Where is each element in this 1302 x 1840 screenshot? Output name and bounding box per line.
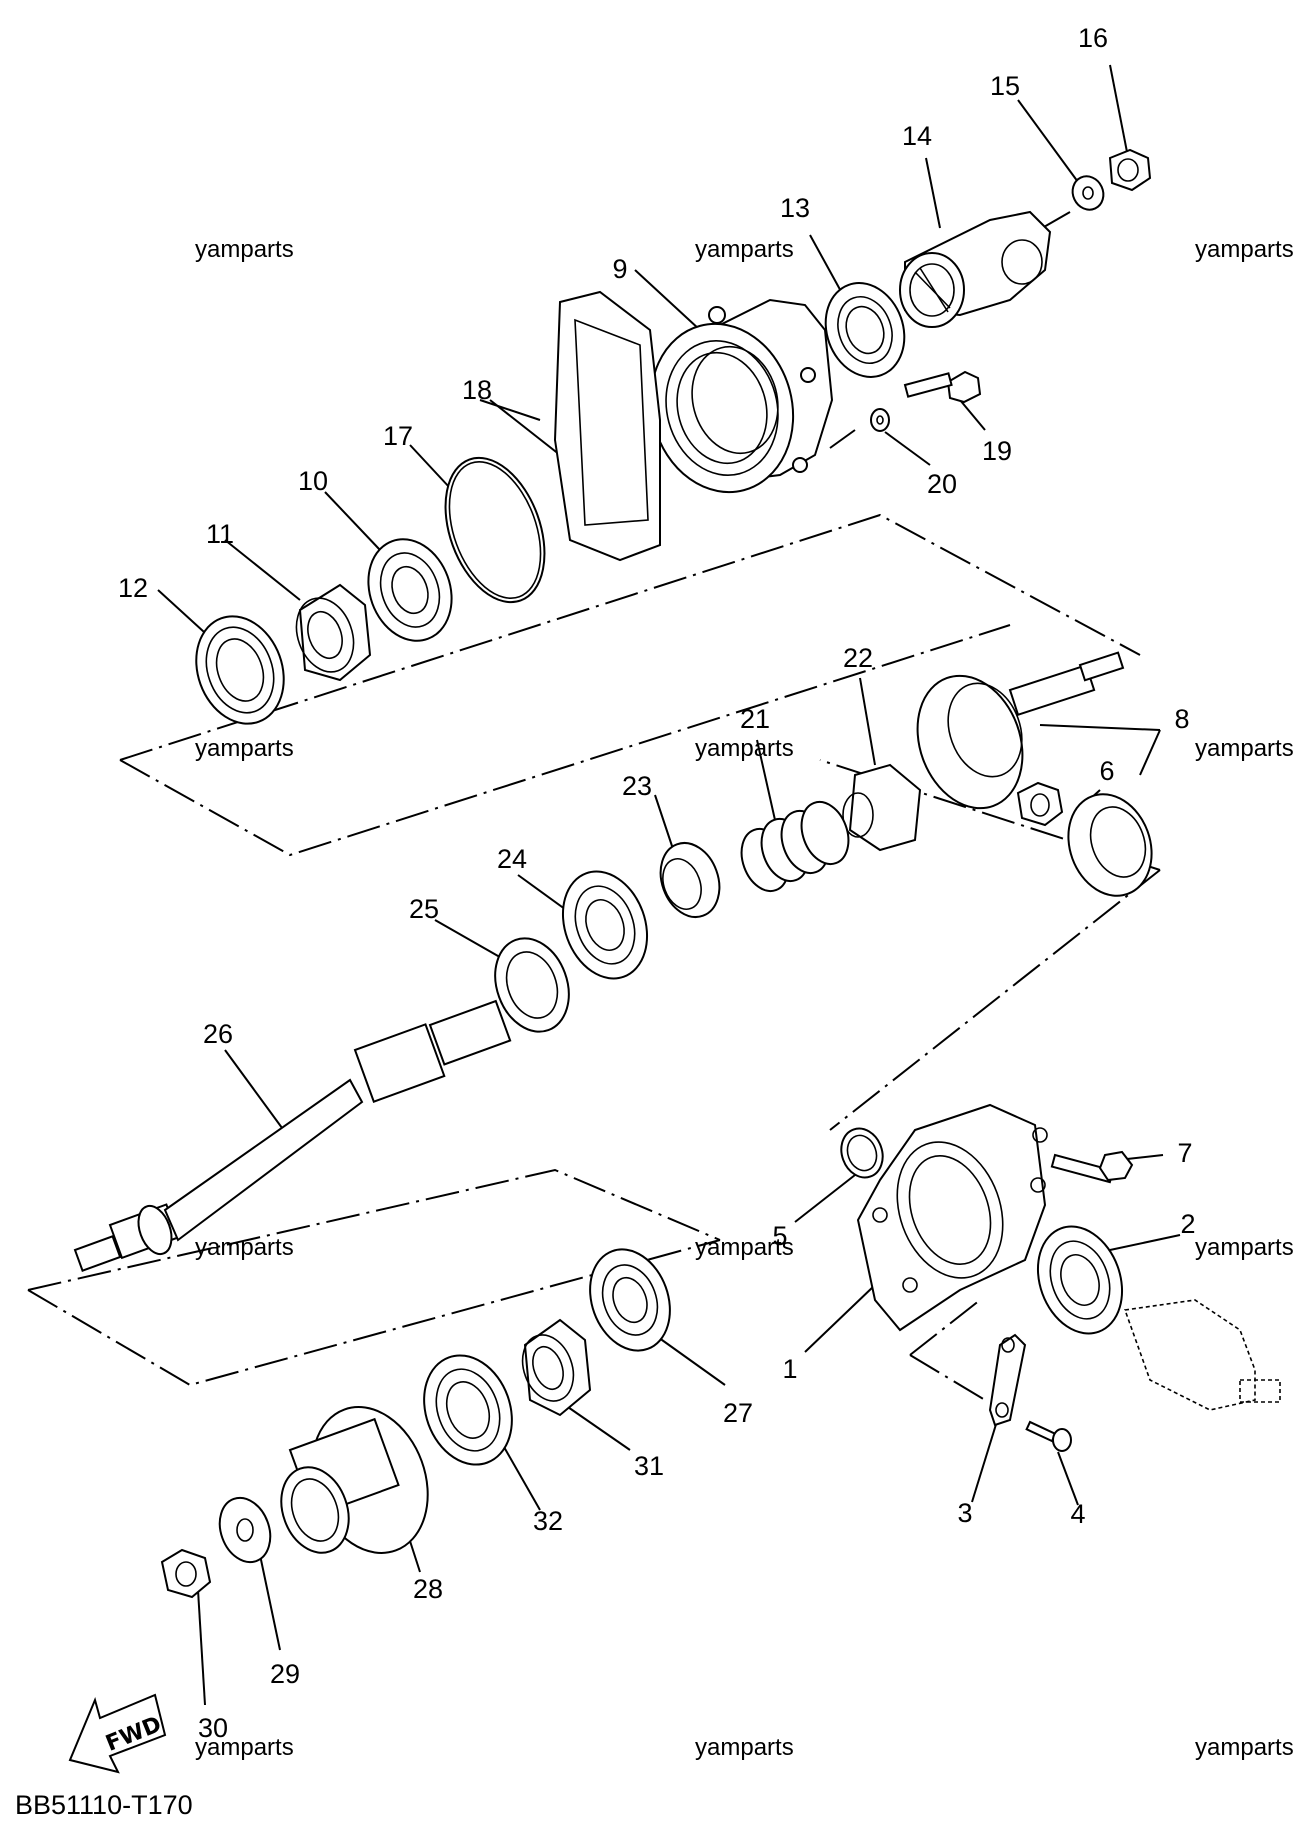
callout-12: 12 [118,573,148,603]
part-23-seat [659,842,721,918]
callout-24: 24 [497,844,527,874]
part-3-lock-plate [988,1333,1027,1427]
part-4-screw [1025,1420,1072,1452]
callout-30: 30 [198,1713,228,1743]
callout-20: 20 [927,469,957,499]
watermark: yamparts [1195,735,1294,762]
part-24-bearing [561,870,649,980]
part-2-oil-seal [1036,1225,1124,1335]
callout-2: 2 [1180,1209,1195,1239]
watermark: yamparts [695,1734,794,1761]
part-31-ring-nut [521,1318,592,1417]
part-14-yoke [899,210,1052,328]
part-16-nut [1108,148,1152,192]
part-10-bearing [367,538,453,642]
callout-32: 32 [533,1506,563,1536]
callout-25: 25 [409,894,439,924]
part-11-ring-nut [295,583,372,682]
callout-29: 29 [270,1659,300,1689]
callout-10: 10 [298,466,328,496]
callout-6: 6 [1099,756,1114,786]
callout-11: 11 [206,519,234,549]
part-15-washer [1071,175,1105,211]
watermark: yamparts [695,735,794,762]
callout-13: 13 [780,193,810,223]
part-30-nut [160,1548,212,1599]
reference-shaft-phantom [1123,1299,1281,1411]
part-28-flange-yoke [280,1406,429,1554]
part-17-o-ring [444,456,546,604]
callout-numbers: 1 2 3 4 5 6 7 8 9 10 11 12 13 14 15 16 1… [118,23,1196,1743]
part-26-shaft [73,999,512,1272]
fwd-arrow-icon: FWD [68,1693,167,1774]
callout-4: 4 [1070,1499,1085,1529]
callout-1: 1 [782,1354,797,1384]
callout-14: 14 [902,121,932,151]
part-6-nut [1016,781,1064,827]
part-9-bearing-housing [649,298,834,494]
callout-21: 21 [740,704,770,734]
watermark: yamparts [1195,1734,1294,1761]
watermarks: yamparts yamparts yamparts yamparts yamp… [195,236,1294,1761]
callout-23: 23 [622,771,652,801]
callout-18: 18 [462,375,492,405]
part-5-o-ring [840,1127,884,1179]
part-27-bearing [589,1248,671,1352]
part-1-housing [856,1103,1048,1332]
part-12-oil-seal [195,615,285,725]
callout-5: 5 [772,1221,787,1251]
part-21-spring [740,801,850,892]
part-8-gear-set [916,651,1153,897]
watermark: yamparts [195,735,294,762]
callout-15: 15 [990,71,1020,101]
drawing-code: BB51110-T170 [15,1790,193,1820]
part-22-damper-cam [842,763,922,852]
callout-9: 9 [612,254,627,284]
part-25-oil-seal [494,937,570,1033]
watermark: yamparts [695,1234,794,1261]
callout-19: 19 [982,436,1012,466]
part-18-gasket [553,290,661,562]
callout-28: 28 [413,1574,443,1604]
watermark: yamparts [195,1234,294,1261]
callout-8: 8 [1174,704,1189,734]
callout-3: 3 [957,1498,972,1528]
callout-16: 16 [1078,23,1108,53]
part-32-oil-seal [423,1354,513,1466]
watermark: yamparts [1195,236,1294,263]
watermark: yamparts [195,236,294,263]
callout-26: 26 [203,1019,233,1049]
watermark: yamparts [695,236,794,263]
part-13-oil-seal [824,282,906,378]
callout-7: 7 [1177,1138,1192,1168]
callout-22: 22 [843,643,873,673]
callout-17: 17 [383,421,413,451]
watermark: yamparts [195,1734,294,1761]
part-19-bolt [903,370,982,404]
part-29-washer [218,1496,272,1564]
watermark: yamparts [1195,1234,1294,1261]
part-7-bolt [1050,1150,1134,1184]
callout-27: 27 [723,1398,753,1428]
part-20-washer [870,408,890,432]
callout-31: 31 [634,1451,664,1481]
